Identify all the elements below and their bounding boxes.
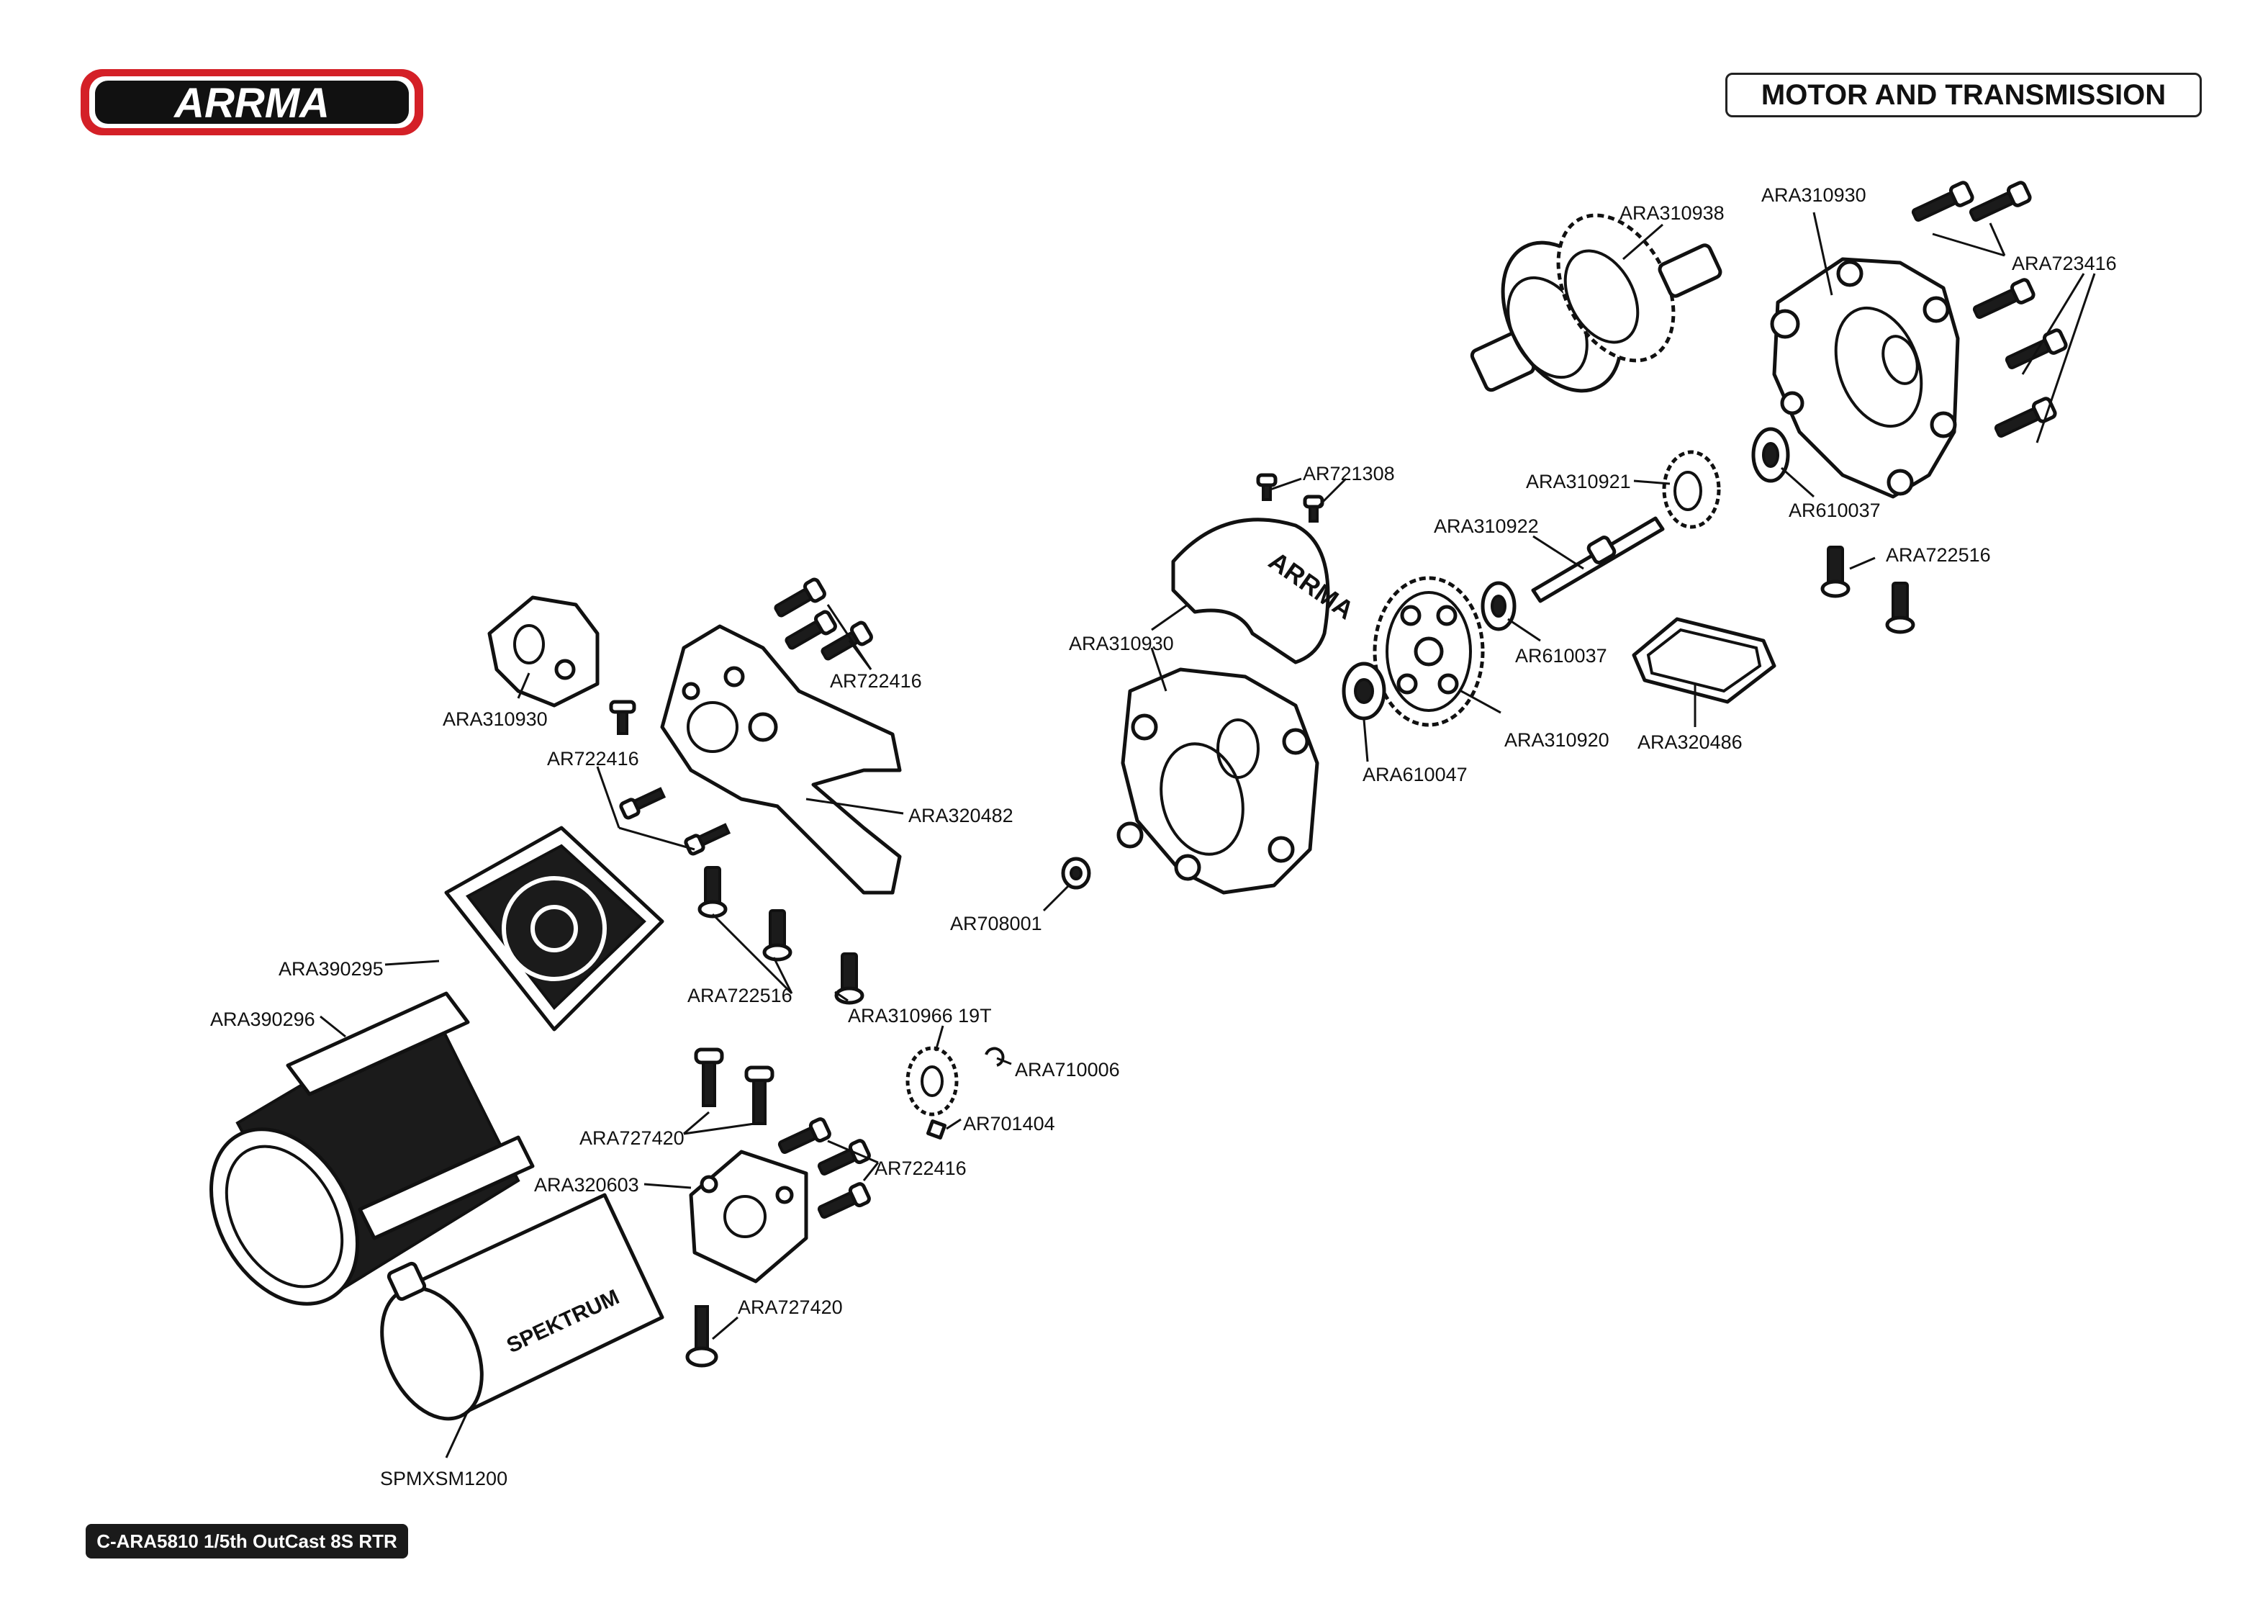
differential-assembly — [1470, 213, 1722, 393]
label-ara722516-right: ARA722516 — [1886, 544, 1991, 566]
screws-ar722416-bottom — [777, 1117, 871, 1219]
setscrew-ar701404 — [926, 1119, 947, 1140]
screw-ara727420-bottom — [685, 1305, 718, 1368]
screws-ara722516-right — [1820, 546, 1915, 634]
leader-lines — [320, 212, 2096, 1458]
screws-ara727420-mid — [694, 1047, 774, 1125]
label-ara722516-mid: ARA722516 — [687, 985, 792, 1006]
label-ara310921: ARA310921 — [1526, 471, 1631, 492]
label-ara310930-mid: ARA310930 — [1069, 633, 1174, 654]
label-ara310930-top: ARA310930 — [1761, 184, 1866, 206]
label-ar722416-bottom: AR722416 — [875, 1158, 967, 1179]
motor-mount-ara320603 — [689, 1150, 808, 1284]
label-ara390296: ARA390296 — [210, 1009, 315, 1030]
label-spmxsm1200: SPMXSM1200 — [380, 1468, 507, 1489]
gear-ara310921 — [1662, 450, 1721, 529]
model-tag: C-ARA5810 1/5th OutCast 8S RTR — [86, 1524, 408, 1558]
pinion-ara310966 — [905, 1046, 959, 1116]
label-ar701404: AR701404 — [963, 1113, 1055, 1134]
page-title: MOTOR AND TRANSMISSION — [1725, 73, 2202, 117]
label-ara310966: ARA310966 19T — [848, 1005, 992, 1027]
bracket-ara310930 — [487, 595, 600, 708]
label-ar708001: AR708001 — [950, 913, 1042, 934]
gearbox-case-front — [1116, 667, 1319, 895]
eclip-ara710006 — [985, 1047, 1005, 1067]
fan-ara390295 — [444, 826, 664, 1032]
arrma-logo: ARRMA — [81, 69, 423, 135]
label-ara320486: ARA320486 — [1637, 731, 1743, 753]
label-ara610047: ARA610047 — [1363, 764, 1468, 785]
label-ar722416-left: AR722416 — [547, 748, 639, 770]
bearing-ara610047 — [1342, 662, 1386, 721]
label-ara310922: ARA310922 — [1434, 515, 1539, 537]
gasket-ara320486 — [1632, 617, 1776, 704]
bearing-mid — [1481, 581, 1517, 631]
label-ara727420-mid: ARA727420 — [579, 1127, 685, 1149]
heatsink-ara390296 — [209, 991, 535, 1306]
spur-gear-ara310920 — [1373, 576, 1485, 727]
label-ar721308: AR721308 — [1303, 463, 1395, 484]
label-ara320482: ARA320482 — [908, 805, 1013, 826]
screws-ar722416-top — [774, 577, 873, 661]
shaft-ara310922 — [1531, 516, 1665, 603]
label-ara710006: ARA710006 — [1015, 1059, 1120, 1081]
bearing-top — [1751, 427, 1790, 483]
screws-ar721308 — [1256, 473, 1324, 523]
label-ara310938: ARA310938 — [1619, 202, 1725, 224]
label-ara310930-left: ARA310930 — [443, 708, 548, 730]
gearbox-case-rear — [1770, 257, 1960, 499]
gear-cover: ARRMA — [1171, 518, 1360, 664]
label-ar610037-mid: AR610037 — [1515, 645, 1607, 667]
label-ara390295: ARA390295 — [279, 958, 384, 980]
screws-ar722416-left — [609, 700, 731, 856]
motor-plate-ara320482 — [660, 624, 902, 895]
label-ar722416-top: AR722416 — [830, 670, 922, 692]
motor-spmxsm1200: SPEKTRUM — [380, 1193, 664, 1421]
part-labels: ARA310938 ARA310930 ARA723416 AR721308 A… — [210, 184, 2117, 1489]
logo-text: ARRMA — [173, 80, 330, 127]
label-ara310920: ARA310920 — [1504, 729, 1609, 751]
label-ar610037-top: AR610037 — [1789, 500, 1881, 521]
screw-set-ara723416 — [1911, 181, 2068, 438]
nut-ar708001 — [1061, 857, 1091, 890]
label-ara727420-bottom: ARA727420 — [738, 1296, 843, 1318]
label-ara320603: ARA320603 — [534, 1174, 639, 1196]
screws-ara722516-mid — [697, 866, 864, 1005]
label-ara723416: ARA723416 — [2012, 253, 2117, 274]
